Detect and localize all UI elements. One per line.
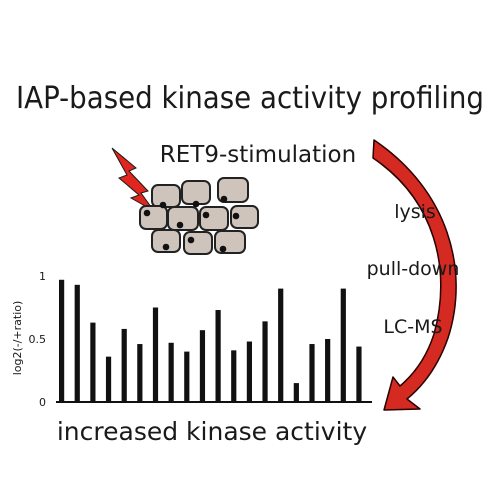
lightning-bolt-icon (111, 147, 155, 212)
cell (167, 206, 199, 231)
bar (59, 279, 65, 402)
bar (168, 342, 174, 402)
cell (151, 229, 181, 253)
y-tick-label: 0 (39, 396, 46, 409)
bar (340, 288, 346, 402)
y-tick-label: 0.5 (29, 333, 47, 346)
bar (293, 383, 299, 402)
bar (231, 350, 237, 402)
y-tick-labels: 00.51 (29, 270, 47, 409)
figure-title: IAP-based kinase activity profiling (16, 81, 484, 116)
cell (183, 231, 213, 255)
cell-nucleus (192, 200, 200, 208)
bar (262, 321, 268, 402)
bar (309, 344, 315, 402)
cell (217, 177, 249, 203)
bar (137, 344, 143, 402)
bar (199, 330, 206, 402)
bar (105, 356, 112, 402)
bar (152, 307, 159, 402)
workflow-step-pull-down: pull-down (367, 258, 460, 280)
bar (184, 351, 190, 402)
cell (214, 230, 246, 254)
workflow-arrow-body (372, 139, 457, 411)
stimulation-label: RET9-stimulation (160, 142, 356, 168)
bar (121, 328, 127, 402)
bar (246, 341, 252, 402)
cell-nucleus (159, 201, 167, 209)
cell (151, 184, 181, 208)
cell-nucleus (232, 212, 240, 220)
cell (139, 205, 168, 230)
workflow-step-lc-ms: LC-MS (383, 316, 442, 338)
bar (325, 339, 331, 402)
bar-chart: log2(-/+ratio) 00.51 (11, 270, 372, 409)
cell (181, 180, 211, 205)
cell-nucleus (176, 221, 184, 229)
cell-nucleus (202, 211, 210, 219)
cell-nucleus (143, 209, 151, 217)
workflow-step-lysis: lysis (394, 201, 436, 223)
bar (74, 284, 80, 402)
cell-nucleus (162, 243, 170, 251)
workflow-arrow (372, 139, 457, 411)
cell-nucleus (187, 236, 195, 244)
bar (215, 310, 221, 402)
bar (356, 346, 362, 402)
cell (199, 206, 229, 231)
cell-cluster (139, 177, 259, 255)
y-axis-label: log2(-/+ratio) (11, 301, 24, 376)
y-tick-label: 1 (39, 270, 46, 283)
bar (90, 322, 96, 402)
bars (59, 279, 362, 402)
cell-nucleus (219, 245, 227, 253)
cell (230, 205, 259, 229)
bottom-caption: increased kinase activity (57, 417, 367, 446)
bar (278, 288, 284, 402)
cell-nucleus (220, 195, 228, 203)
